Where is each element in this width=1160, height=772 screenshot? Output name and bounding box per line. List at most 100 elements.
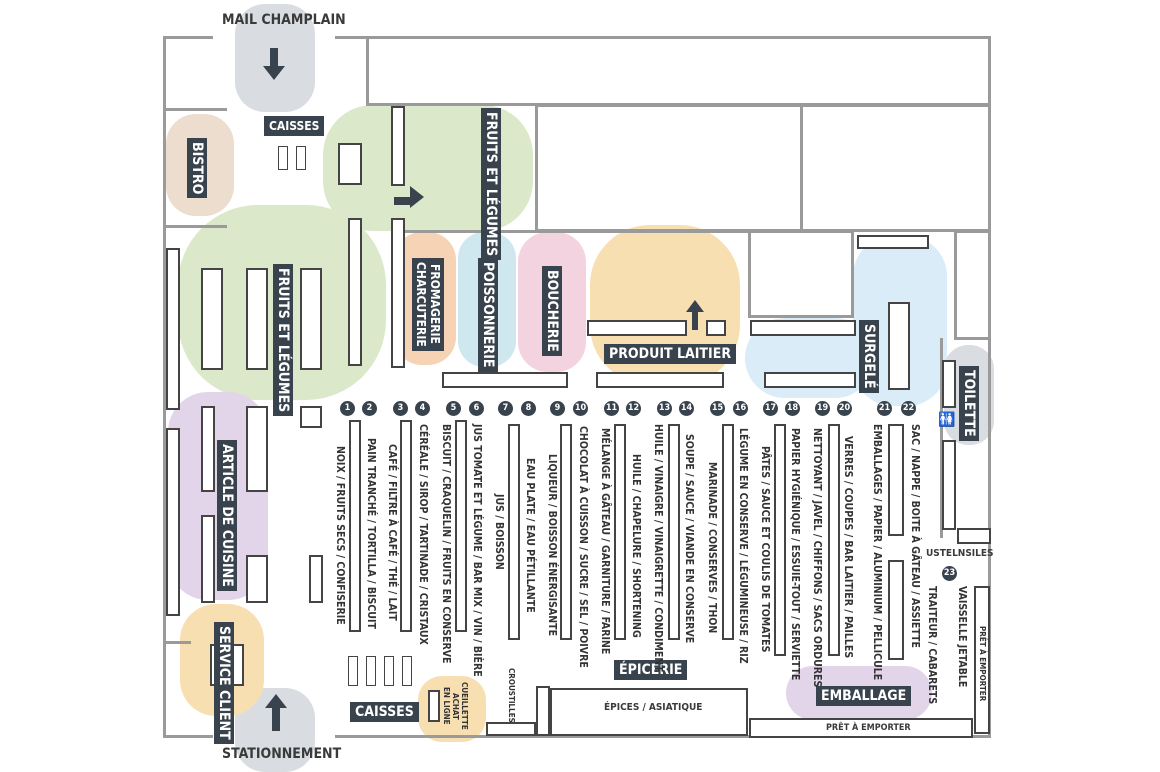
aisle-shelf xyxy=(888,560,904,660)
rack xyxy=(587,320,687,336)
backroom-5 xyxy=(954,230,991,340)
counter-wall xyxy=(405,230,748,233)
cooler-wall xyxy=(940,338,991,538)
rack xyxy=(201,515,215,603)
aisle-number: 23 xyxy=(942,566,957,581)
aisle-shelf xyxy=(722,424,734,640)
aisle-number: 4 xyxy=(415,401,430,416)
arrow-right-icon xyxy=(410,186,424,208)
aisle-number: 8 xyxy=(521,401,536,416)
service-client-label: SERVICE CLIENT xyxy=(214,622,234,744)
aisle-number: 17 xyxy=(763,401,778,416)
outer-wall-right xyxy=(988,36,991,738)
checkout-lane xyxy=(402,656,412,686)
rack xyxy=(550,688,748,736)
rack xyxy=(166,248,180,410)
croustilles-label: CROUSTILLES xyxy=(507,668,516,723)
aisle-number: 9 xyxy=(550,401,565,416)
aisle-label: EAU PLATE / EAU PÉTILLANTE xyxy=(524,458,536,613)
checkout-lane xyxy=(348,656,358,686)
aisle-label: SOUPE / SAUCE / VIANDE EN CONSERVE xyxy=(683,434,695,644)
aisle-shelf xyxy=(614,424,626,640)
caisses-bottom-label: CAISSES xyxy=(350,702,419,722)
aisle-label: TRAITEUR / CABARETS xyxy=(926,586,938,705)
fromagerie-label: FROMAGERIE CHARCUTERIE xyxy=(412,258,444,351)
produit-laitier-label: PRODUIT LAITIER xyxy=(604,344,737,364)
backroom-1 xyxy=(366,36,991,106)
aisle-label: LIQUEUR / BOISSON ÉNERGISANTE xyxy=(546,454,558,637)
aisle-label: MÉLANGE À GÂTEAU / GARNITURE / FARINE xyxy=(599,428,611,655)
aisle-label: NOIX / FRUITS SECS / CONFISERIE xyxy=(334,446,346,625)
rack xyxy=(706,320,726,336)
aisle-label: CHOCOLAT À CUISSON / SUCRE / SEL / POIVR… xyxy=(577,426,589,668)
backroom-4 xyxy=(748,230,854,318)
surgele-label: SURGELÉ xyxy=(859,320,879,393)
rack xyxy=(391,218,405,368)
epicerie-label: ÉPICERIE xyxy=(614,660,688,680)
aisle-number: 2 xyxy=(362,401,377,416)
aisle-number: 16 xyxy=(733,401,748,416)
aisle-number: 10 xyxy=(573,401,588,416)
rack xyxy=(749,718,973,738)
aisle-number: 15 xyxy=(710,401,725,416)
rack xyxy=(957,528,991,544)
toilet-icon: 🚻 xyxy=(938,412,956,428)
rack xyxy=(391,106,405,186)
rack xyxy=(309,555,323,603)
checkout-lane xyxy=(384,656,394,686)
entrance-top-label: MAIL CHAMPLAIN xyxy=(222,12,346,28)
checkout-lane xyxy=(278,146,288,170)
rack xyxy=(300,268,322,370)
bistro-label: BISTRO xyxy=(187,138,207,199)
outer-wall-left xyxy=(163,36,166,738)
backroom-3 xyxy=(800,104,991,232)
arrow-up-icon-shaft xyxy=(272,707,280,731)
aisle-label: PAIN TRANCHÉ / TORTILLA / BISCUIT xyxy=(365,438,377,629)
aisle-label: VERRES / COUPES / BAR LAITIER / PAILLES xyxy=(842,436,854,659)
fruits-top-label: FRUITS ET LÉGUMES xyxy=(481,108,501,261)
aisle-shelf xyxy=(455,420,467,632)
aisle-label: SAC / NAPPE / BOITE À GÂTEAU / ASSIETTE xyxy=(909,424,921,648)
pret-vertical-label: PRÊT À EMPORTER xyxy=(978,626,987,702)
aisle-number: 5 xyxy=(446,401,461,416)
caisses-top-label: CAISSES xyxy=(264,116,325,136)
aisle-label: EMBALLAGES / PAPIER / ALUMINIUM / PELLIC… xyxy=(871,424,883,681)
aisle-label: BISCUIT / CRAQUELIN / FRUITS EN CONSERVE xyxy=(440,424,452,664)
bottom-wall xyxy=(163,641,191,644)
aisle-number: 21 xyxy=(877,401,892,416)
aisle-number: 14 xyxy=(679,401,694,416)
aisle-number: 20 xyxy=(837,401,852,416)
aisle-number: 7 xyxy=(498,401,513,416)
aisle-label: LÉGUME EN CONSERVE / LÉGUMINEUSE / RIZ xyxy=(737,428,749,664)
arrow-up-icon xyxy=(265,694,287,708)
aisle-label: CAFÉ / FILTRE À CAFÉ / THÉ / LAIT xyxy=(386,444,398,621)
arrow-up-icon xyxy=(686,300,704,312)
aisle-label: PÂTES / SAUCE ET COULIS DE TOMATES xyxy=(759,446,771,653)
arrow-right-icon-shaft xyxy=(394,197,412,205)
aisle-shelf xyxy=(828,424,840,656)
aisle-number: 11 xyxy=(604,401,619,416)
aisle-number: 18 xyxy=(785,401,800,416)
rack xyxy=(974,586,990,734)
aisle-shelf xyxy=(560,424,572,640)
aisle-number: 3 xyxy=(393,401,408,416)
aisle-label: VAISSELLE JETABLE xyxy=(956,586,968,688)
outer-wall-top-left xyxy=(163,36,213,39)
rack xyxy=(201,406,215,492)
epices-label: ÉPICES / ASIATIQUE xyxy=(604,702,703,713)
rack xyxy=(942,360,956,408)
aisle-number: 22 xyxy=(901,401,916,416)
cueillette-label: CUEILLETTE ACHAT EN LIGNE xyxy=(442,682,469,730)
aisle-number: 6 xyxy=(469,401,484,416)
aisle-label: MARINADE / CONSERVES / THON xyxy=(706,462,718,634)
arrow-up-icon-shaft xyxy=(692,311,698,330)
rack xyxy=(338,143,362,185)
rack xyxy=(486,722,536,736)
rack xyxy=(246,268,268,370)
rack xyxy=(348,218,362,366)
aisle-label: HUILE / CHAPELURE / SHORTENING xyxy=(630,454,642,638)
checkout-lane xyxy=(366,656,376,686)
rack xyxy=(764,372,856,388)
rack xyxy=(888,302,910,390)
